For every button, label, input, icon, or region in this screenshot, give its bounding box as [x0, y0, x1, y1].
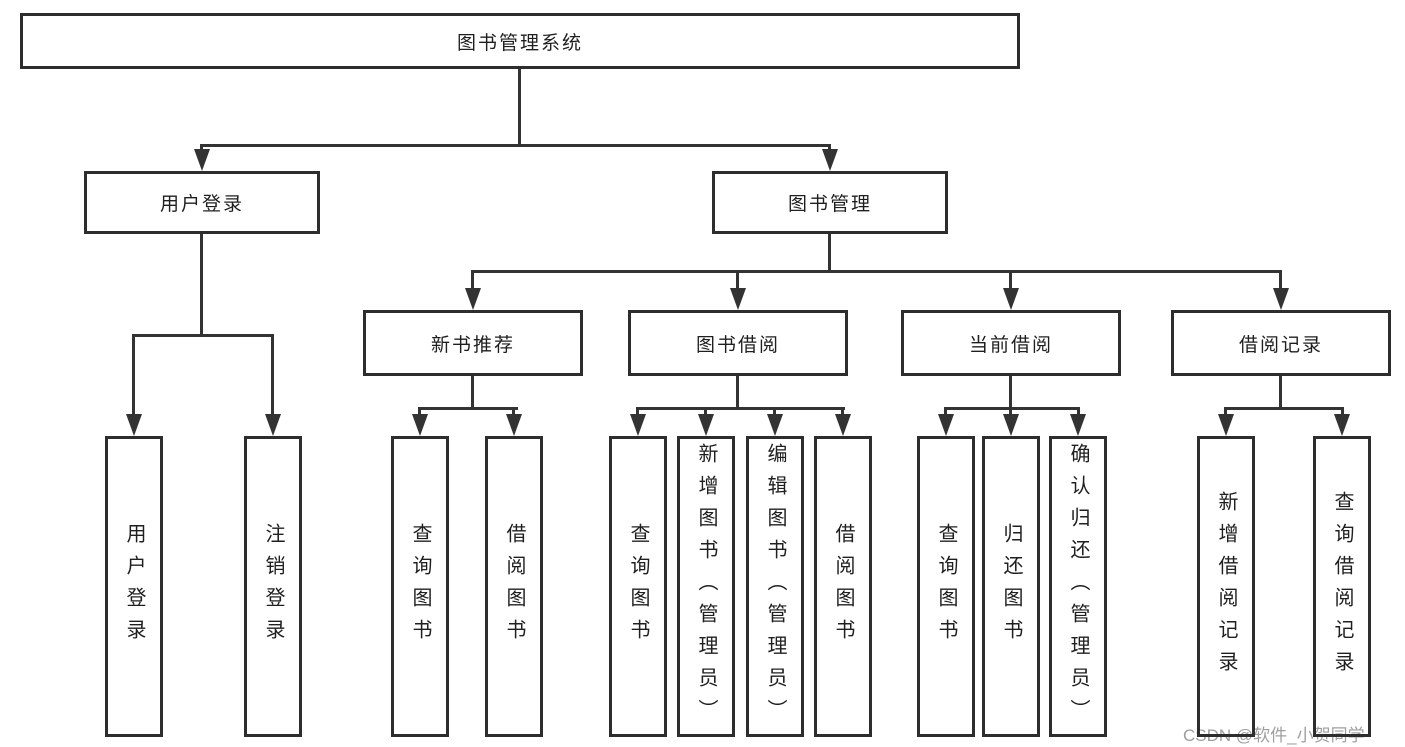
leaf-borrowmod-query-book-label: 查询图书 [627, 522, 649, 651]
arrowhead-borrow-record [1273, 288, 1289, 310]
leaf-query-borrow-record: 查询借阅记录 [1313, 436, 1371, 737]
connector-newrec-hline [418, 407, 518, 410]
node-new-book-rec-label: 新书推荐 [430, 334, 515, 356]
arrowhead-borrowmod-edit [767, 414, 783, 436]
leaf-add-borrow-record-label: 新增借阅记录 [1215, 490, 1237, 683]
csdn-watermark: CSDN @软件_小贺同学 [1183, 726, 1365, 745]
leaf-newrec-query-book: 查询图书 [391, 436, 449, 737]
leaf-add-book-admin: 新增图书（管理员） [677, 436, 735, 737]
leaf-user-login: 用户登录 [105, 436, 163, 737]
arrowhead-user-login [194, 149, 210, 171]
connector-current-drop-1 [944, 407, 947, 418]
leaf-edit-book-admin-label: 编辑图书（管理员） [764, 442, 786, 731]
connector-borrowmod-drop-3 [773, 407, 776, 418]
arrowhead-leaf-user-login [126, 414, 142, 436]
connector-bookmgmt-drop-4 [1279, 270, 1282, 292]
arrowhead-current-query [938, 414, 954, 436]
node-user-login: 用户登录 [84, 171, 320, 234]
node-current-borrow: 当前借阅 [901, 310, 1121, 376]
arrowhead-book-borrow [730, 288, 746, 310]
node-book-borrow: 图书借阅 [628, 310, 848, 376]
arrowhead-borrowmod-add [698, 414, 714, 436]
connector-borrowmod-stem [736, 376, 739, 410]
connector-bookmgmt-drop-1 [471, 270, 474, 292]
leaf-add-borrow-record: 新增借阅记录 [1197, 436, 1255, 737]
connector-userlogin-drop-2 [271, 334, 274, 418]
node-current-borrow-label: 当前借阅 [968, 334, 1053, 356]
leaf-confirm-return-admin-label: 确认归还（管理员） [1067, 442, 1089, 731]
arrowhead-record-add [1218, 414, 1234, 436]
arrowhead-current-confirm [1070, 414, 1086, 436]
arrowhead-record-query [1334, 414, 1350, 436]
leaf-logout-label: 注销登录 [262, 522, 284, 651]
connector-record-drop-1 [1224, 407, 1227, 418]
connector-current-drop-3 [1077, 407, 1080, 418]
leaf-newrec-borrow-book-label: 借阅图书 [503, 522, 525, 651]
leaf-return-book: 归还图书 [982, 436, 1040, 737]
arrowhead-current-borrow [1003, 288, 1019, 310]
connector-borrowmod-hline [636, 407, 845, 410]
leaf-borrowmod-borrow-book: 借阅图书 [814, 436, 872, 737]
leaf-borrowmod-query-book: 查询图书 [609, 436, 667, 737]
leaf-current-query-book-label: 查询图书 [935, 522, 957, 651]
connector-bookmgmt-drop-3 [1009, 270, 1012, 292]
node-book-borrow-label: 图书借阅 [695, 334, 780, 356]
arrowhead-newrec-query [412, 414, 428, 436]
node-root: 图书管理系统 [20, 13, 1020, 69]
leaf-confirm-return-admin: 确认归还（管理员） [1049, 436, 1107, 737]
leaf-user-login-label: 用户登录 [123, 522, 145, 651]
connector-record-stem [1279, 376, 1282, 410]
connector-root-stem [518, 69, 521, 147]
node-book-mgmt-label: 图书管理 [787, 194, 872, 215]
connector-bookmgmt-drop-2 [736, 270, 739, 292]
connector-bookmgmt-hline [471, 270, 1282, 273]
node-root-label: 图书管理系统 [456, 32, 583, 54]
connector-newrec-stem [471, 376, 474, 410]
leaf-newrec-borrow-book: 借阅图书 [485, 436, 543, 737]
node-borrow-record: 借阅记录 [1171, 310, 1391, 376]
leaf-return-book-label: 归还图书 [1000, 522, 1022, 651]
arrowhead-new-book-rec [465, 288, 481, 310]
connector-newrec-drop-2 [512, 407, 515, 418]
connector-borrowmod-drop-4 [841, 407, 844, 418]
connector-record-drop-2 [1341, 407, 1344, 418]
leaf-current-query-book: 查询图书 [917, 436, 975, 737]
node-book-mgmt: 图书管理 [712, 171, 948, 234]
connector-l1-hline [200, 144, 831, 147]
arrowhead-leaf-logout [265, 414, 281, 436]
node-borrow-record-label: 借阅记录 [1238, 334, 1323, 356]
arrowhead-borrowmod-borrow [835, 414, 851, 436]
arrowhead-newrec-borrow [506, 414, 522, 436]
leaf-logout: 注销登录 [244, 436, 302, 737]
connector-borrowmod-drop-2 [704, 407, 707, 418]
connector-userlogin-drop-1 [132, 334, 135, 418]
connector-current-drop-2 [1009, 407, 1012, 418]
connector-record-hline [1224, 407, 1344, 410]
connector-bookmgmt-stem [828, 234, 831, 273]
arrowhead-current-return [1003, 414, 1019, 436]
connector-userlogin-hline [132, 334, 274, 337]
arrowhead-borrowmod-query [630, 414, 646, 436]
leaf-query-borrow-record-label: 查询借阅记录 [1331, 490, 1353, 683]
connector-current-hline [944, 407, 1080, 410]
leaf-edit-book-admin: 编辑图书（管理员） [746, 436, 804, 737]
arrowhead-book-mgmt [822, 149, 838, 171]
leaf-newrec-query-book-label: 查询图书 [409, 522, 431, 651]
connector-borrowmod-drop-1 [636, 407, 639, 418]
connector-current-stem [1009, 376, 1012, 410]
node-user-login-label: 用户登录 [159, 194, 244, 215]
connector-userlogin-stem [200, 234, 203, 337]
connector-newrec-drop-1 [418, 407, 421, 418]
node-new-book-rec: 新书推荐 [363, 310, 583, 376]
leaf-add-book-admin-label: 新增图书（管理员） [695, 442, 717, 731]
leaf-borrowmod-borrow-book-label: 借阅图书 [832, 522, 854, 651]
